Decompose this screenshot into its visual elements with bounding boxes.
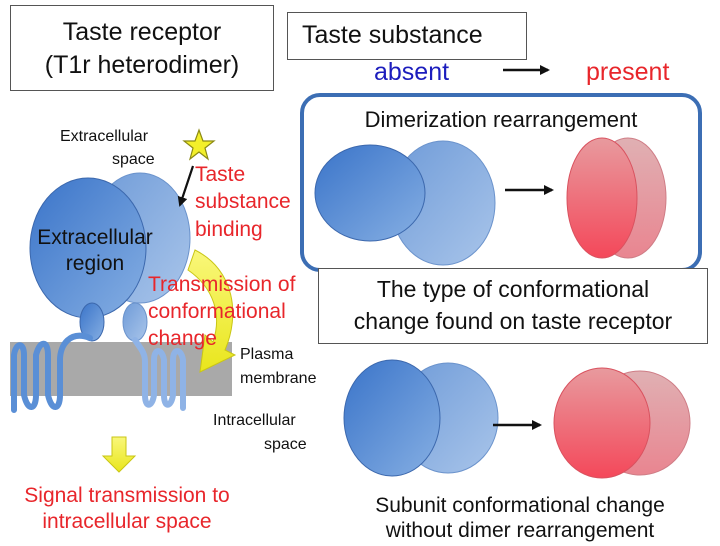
extracellular-space-line2: space [112, 151, 155, 168]
subunit-caption-line1: Subunit conformational change [375, 494, 665, 517]
present-label: present [586, 58, 670, 86]
dimer-absent-subunit-left [314, 144, 426, 242]
transmission-line1: Transmission of [148, 273, 296, 296]
signal-line1: Signal transmission to [24, 484, 230, 507]
taste-binding-line1: Taste [195, 163, 246, 186]
transmission-line2: conformational [148, 300, 286, 323]
transmembrane-helices-left [11, 332, 93, 413]
arrow-down-icon [177, 165, 195, 207]
signal-line2: intracellular space [42, 510, 212, 533]
dimer-present-subunit-front [566, 137, 638, 259]
taste-binding-line2: substance [195, 190, 291, 213]
signal-arrow-icon [101, 436, 137, 473]
dimerization-title: Dimerization rearrangement [364, 107, 638, 132]
plasma-line2: membrane [240, 370, 317, 387]
subunit-caption-line2: without dimer rearrangement [385, 519, 655, 542]
subunit-present-front [553, 367, 651, 479]
star-icon [182, 128, 216, 161]
receptor-linker-right [122, 302, 148, 342]
absent-label: absent [374, 58, 450, 86]
substance-title-box [287, 12, 527, 60]
extracellular-region-line2: region [65, 252, 125, 275]
curved-arrow-icon [187, 249, 237, 373]
taste-binding-line3: binding [195, 218, 263, 241]
type-box-line2: change found on taste receptor [353, 308, 673, 334]
type-box-line1: The type of conformational [376, 276, 650, 302]
plasma-line1: Plasma [240, 346, 294, 363]
receptor-title-line2: (T1r heterodimer) [44, 51, 240, 79]
extracellular-region-line1: Extracellular [37, 226, 153, 249]
type-box [318, 268, 708, 344]
intracellular-line2: space [264, 436, 307, 453]
receptor-title-line1: Taste receptor [62, 18, 222, 46]
subunit-absent-left [343, 359, 441, 477]
receptor-linker-left [79, 302, 105, 342]
extracellular-space-line1: Extracellular [59, 128, 149, 145]
substance-title: Taste substance [302, 21, 483, 49]
intracellular-line1: Intracellular [213, 412, 296, 429]
transmission-line3: change [148, 327, 217, 350]
transmembrane-helices-right [132, 337, 186, 411]
receptor-title-box [10, 5, 274, 91]
